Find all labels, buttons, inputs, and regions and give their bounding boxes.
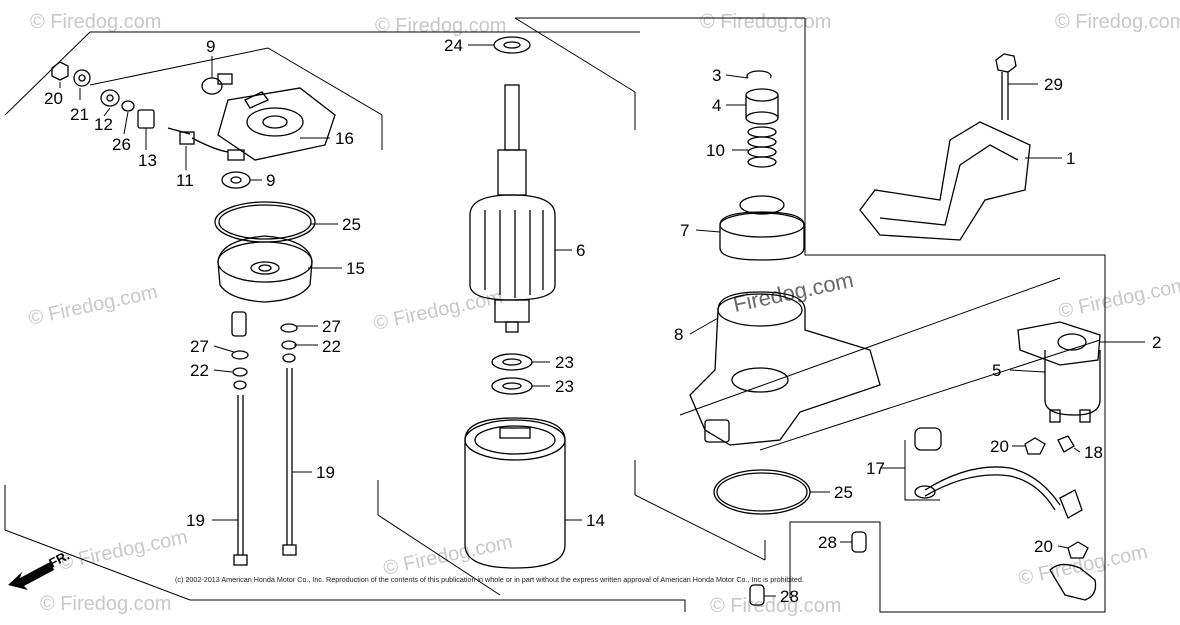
- callout-4: 4: [712, 96, 721, 115]
- callout-24: 24: [444, 36, 463, 55]
- watermark: © Firedog.com: [371, 286, 504, 335]
- watermark: © Firedog.com: [375, 15, 506, 37]
- bracket-1: [859, 121, 1031, 241]
- watermark: © Firedog.com: [26, 281, 159, 330]
- spring-10: [747, 126, 777, 168]
- callout-20c: 20: [1034, 537, 1053, 556]
- callout-17: 17: [866, 459, 885, 478]
- terminal-part-11: [167, 127, 229, 153]
- callout-14: 14: [586, 511, 605, 530]
- through-bolts-washers: [231, 311, 298, 566]
- front-cover-8: [689, 291, 881, 446]
- watermark: © Firedog.com: [56, 526, 189, 575]
- parts: [51, 36, 1101, 606]
- armature-6: [469, 84, 556, 333]
- callout-28a: 28: [818, 533, 837, 552]
- pinion-gear-7: [719, 195, 805, 261]
- callout-29: 29: [1044, 75, 1063, 94]
- callout-8: 8: [674, 325, 683, 344]
- callout-1: 1: [1066, 149, 1075, 168]
- watermark: © Firedog.com: [381, 531, 514, 580]
- frame-lines: [4, 17, 1106, 613]
- callout-7: 7: [680, 221, 689, 240]
- callout-27a: 27: [190, 337, 209, 356]
- o-ring-25b: [713, 469, 811, 515]
- solenoid-2: [1017, 321, 1101, 423]
- callout-20b: 20: [990, 437, 1009, 456]
- washers-23: [491, 353, 533, 395]
- callout-9b: 9: [266, 171, 275, 190]
- watermark: © Firedog.com: [40, 593, 171, 615]
- boot-20c: [1049, 563, 1097, 601]
- callout-12: 12: [94, 115, 113, 134]
- copyright-notice: (c) 2002-2013 American Honda Motor Co., …: [175, 575, 804, 584]
- callout-2: 2: [1152, 333, 1161, 352]
- watermark: © Firedog.com: [1055, 11, 1180, 33]
- callout-18: 18: [1084, 443, 1103, 462]
- watermark: © Firedog.com: [700, 11, 831, 33]
- callouts: 9 20 21 12 26 13 11 9 16 25 15 27 22 27 …: [44, 36, 1161, 606]
- watermark: © Firedog.com: [1056, 274, 1180, 323]
- callout-3: 3: [712, 66, 721, 85]
- washer-24: [493, 36, 531, 54]
- callout-28b: 28: [780, 587, 799, 606]
- callout-13: 13: [138, 151, 157, 170]
- watermark: © Firedog.com: [710, 595, 841, 617]
- callout-25: 25: [342, 215, 361, 234]
- callout-20: 20: [44, 89, 63, 108]
- small-nuts-washers: [51, 61, 251, 189]
- callout-9: 9: [206, 37, 215, 56]
- callout-19a: 19: [186, 511, 205, 530]
- callout-27b: 27: [322, 317, 341, 336]
- brush-holder-part-16: [217, 87, 336, 161]
- callout-5: 5: [992, 361, 1001, 380]
- leader-lines: [59, 44, 1145, 597]
- callout-23b: 23: [555, 377, 574, 396]
- callout-22a: 22: [190, 361, 209, 380]
- callout-22b: 22: [322, 337, 341, 356]
- yoke-14: [464, 417, 566, 569]
- callout-6: 6: [576, 241, 585, 260]
- snap-ring-3: [746, 70, 772, 79]
- watermark: © Firedog.com: [30, 11, 161, 33]
- cable-17-terminal-18: [914, 427, 1089, 559]
- callout-25b: 25: [834, 483, 853, 502]
- callout-15: 15: [346, 259, 365, 278]
- callout-10: 10: [706, 141, 725, 160]
- callout-19b: 19: [316, 463, 335, 482]
- stop-collar-4: [745, 88, 779, 125]
- callout-16: 16: [335, 129, 354, 148]
- callout-11: 11: [176, 171, 194, 190]
- callout-23a: 23: [555, 353, 574, 372]
- arrow-icon: [8, 562, 54, 590]
- callout-21: 21: [70, 105, 89, 124]
- rear-cover-15: [217, 235, 313, 303]
- bolt-29: [995, 53, 1017, 120]
- callout-26: 26: [112, 135, 131, 154]
